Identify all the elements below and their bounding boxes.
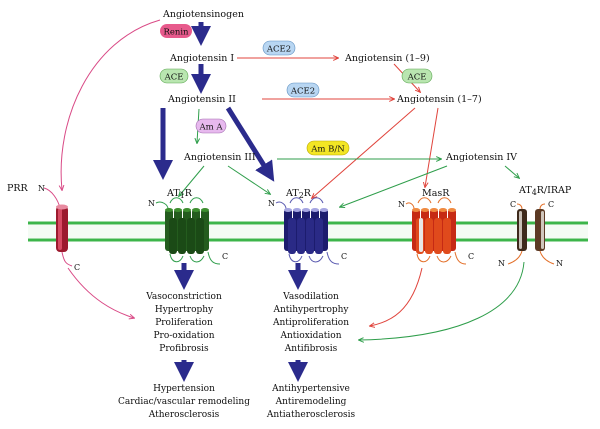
svg-text:Am A: Am A (198, 123, 223, 133)
at1r-receptor: AT1R N C (148, 188, 228, 265)
cascade-arrows (153, 22, 308, 382)
svg-text:ACE: ACE (164, 73, 184, 83)
at1r-label: AT1R (166, 188, 193, 200)
svg-text:ACE2: ACE2 (290, 87, 315, 97)
svg-text:C: C (341, 252, 347, 261)
effect-item: Antifibrosis (284, 344, 338, 354)
svg-text:C: C (548, 200, 554, 209)
ace-pill: ACE (159, 68, 189, 84)
at2r-outcomes: Antihypertensive Antiremodeling Antiathe… (266, 384, 356, 420)
effect-item: Vasoconstriction (145, 292, 222, 302)
angiotensin-ii-label: Angiotensin II (167, 94, 236, 105)
svg-text:C: C (468, 252, 474, 261)
prr-label: PRR (7, 183, 29, 194)
molecule-labels: Angiotensinogen Angiotensin I Angiotensi… (162, 9, 517, 163)
svg-text:Am B/N: Am B/N (310, 145, 345, 155)
effect-item: Proliferation (155, 318, 213, 328)
at2r-label: AT2R (285, 188, 312, 200)
am-bn-pill: Am B/N (306, 140, 350, 156)
outcome-item: Hypertension (153, 384, 215, 394)
angiotensin-iii-label: Angiotensin III (183, 152, 256, 163)
svg-text:N: N (556, 259, 563, 268)
at1r-outcomes: Hypertension Cardiac/vascular remodeling… (118, 384, 250, 420)
at4r-irap-receptor: AT4R/IRAP C C N N (498, 185, 572, 268)
effect-item: Pro-oxidation (153, 331, 214, 341)
angiotensin-iv-label: Angiotensin IV (445, 152, 517, 163)
effect-item: Antioxidation (279, 331, 341, 341)
svg-text:C: C (74, 263, 80, 272)
angiotensin-1-9-label: Angiotensin (1–9) (344, 53, 430, 64)
svg-text:N: N (148, 199, 155, 208)
angiotensinogen-label: Angiotensinogen (162, 9, 244, 20)
svg-text:N: N (268, 199, 275, 208)
ace2-pill-top: ACE2 (262, 40, 296, 56)
outcome-item: Atherosclerosis (148, 410, 220, 420)
outcome-item: Antihypertensive (271, 384, 350, 394)
svg-text:C: C (222, 252, 228, 261)
ace-pill-right: ACE (401, 68, 433, 84)
at2r-effects: Vasodilation Antihypertrophy Antiprolife… (272, 292, 349, 354)
angiotensin-i-label: Angiotensin I (169, 53, 234, 64)
ace2-pill-mid: ACE2 (286, 82, 320, 98)
masr-label: MasR (422, 188, 450, 199)
at2r-receptor: AT2R N C (268, 188, 347, 265)
outcome-item: Cardiac/vascular remodeling (118, 397, 250, 407)
effect-item: Antihypertrophy (272, 305, 349, 315)
svg-text:N: N (398, 200, 405, 209)
enzyme-pills: Renin ACE ACE2 ACE2 ACE Am A Am B/N (159, 24, 433, 156)
effect-item: Antiproliferation (272, 318, 349, 328)
effect-item: Hypertrophy (155, 305, 214, 315)
svg-text:C: C (510, 200, 516, 209)
effect-item: Profibrosis (159, 344, 209, 354)
svg-text:Renin: Renin (163, 28, 189, 38)
angiotensin-1-7-label: Angiotensin (1–7) (396, 94, 482, 105)
svg-text:ACE2: ACE2 (266, 45, 291, 55)
renin-pill: Renin (160, 24, 192, 38)
at4r-label: AT4R/IRAP (518, 185, 572, 197)
prr-receptor: PRR N C (7, 183, 80, 272)
svg-text:N: N (498, 259, 505, 268)
svg-text:ACE: ACE (407, 73, 427, 83)
am-a-pill: Am A (195, 118, 227, 134)
outcome-item: Antiremodeling (275, 397, 347, 407)
outcome-item: Antiatherosclerosis (266, 410, 356, 420)
svg-text:N: N (38, 184, 45, 193)
pink-arrows (61, 19, 161, 318)
at1r-effects: Vasoconstriction Hypertrophy Proliferati… (145, 292, 222, 354)
effect-item: Vasodilation (282, 292, 339, 302)
mas-receptor: MasR N C (398, 188, 474, 265)
